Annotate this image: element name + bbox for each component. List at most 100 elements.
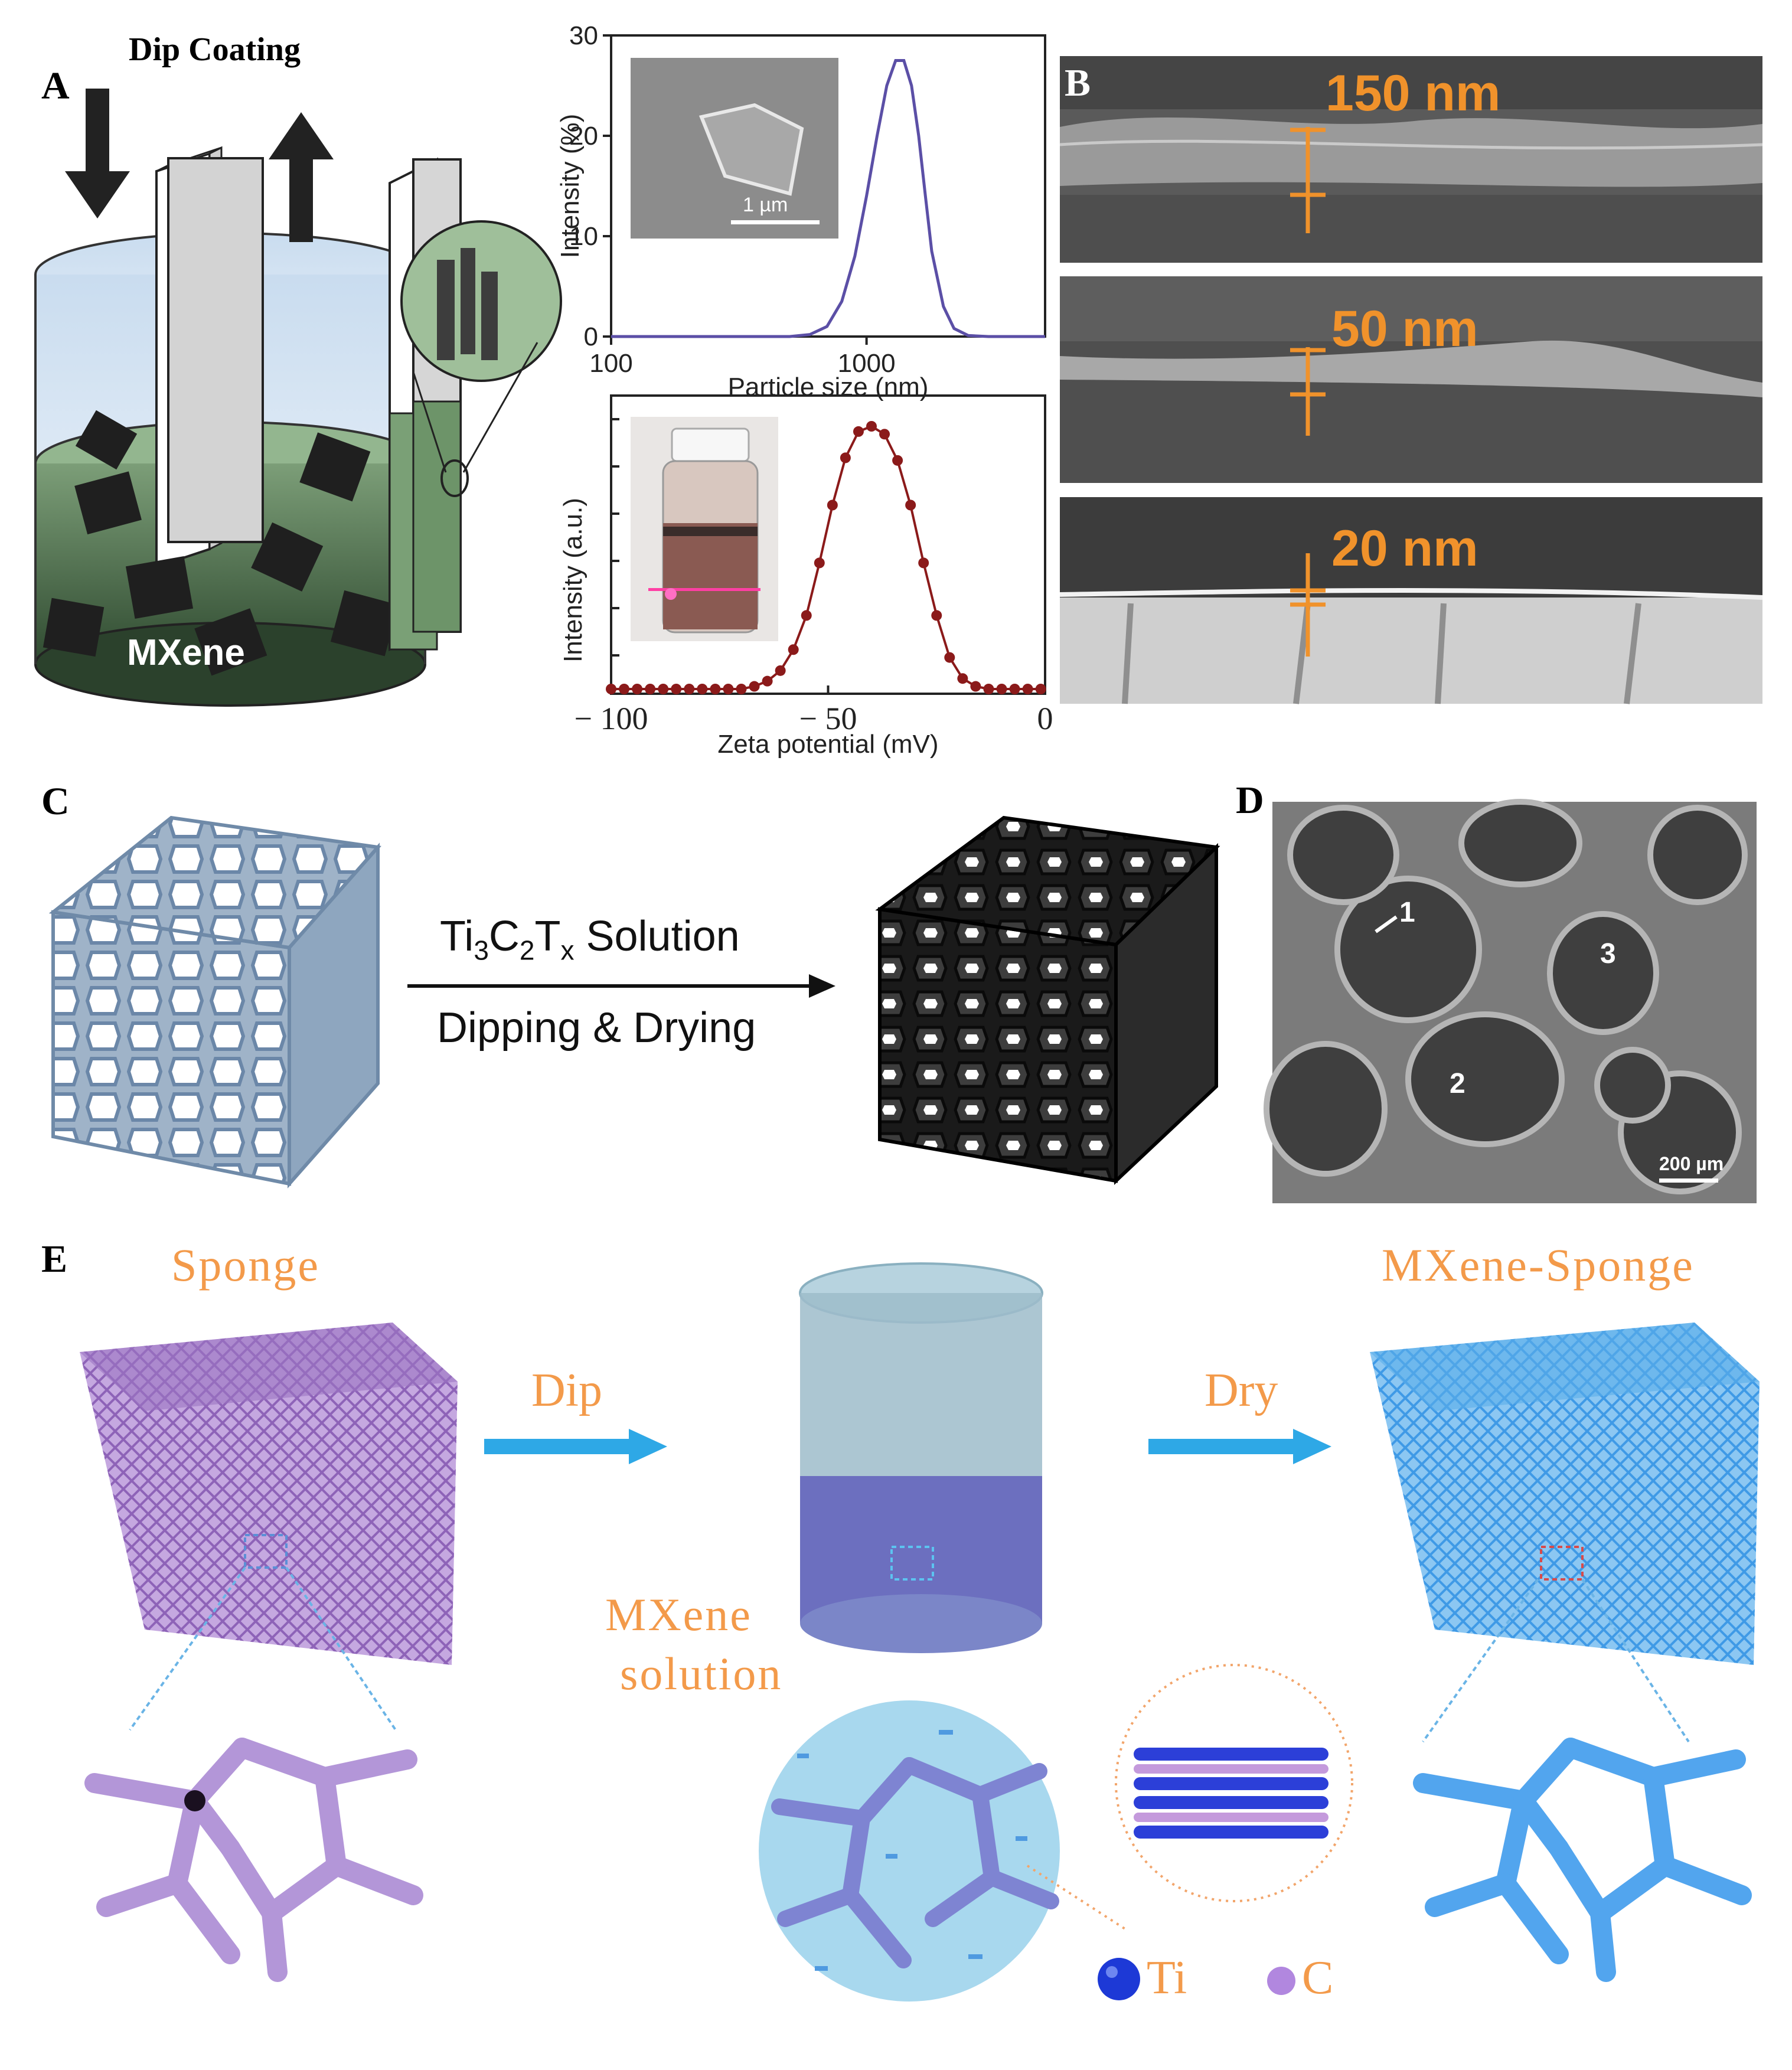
x-tick-label: 0: [1037, 701, 1053, 736]
zeta-point: [879, 429, 890, 440]
sponge-label: Sponge: [171, 1239, 320, 1291]
zeta-point: [645, 684, 656, 694]
zeta-point: [723, 684, 734, 694]
zeta-point: [606, 684, 616, 694]
thickness-label-150: 150 nm: [1326, 65, 1501, 122]
dip-coating-illustration: [34, 89, 562, 707]
dry-label: Dry: [1205, 1364, 1278, 1416]
y-tick-label: 10: [569, 222, 598, 251]
size-distribution-line: [611, 59, 1045, 338]
y-axis-label: Intensity (%): [556, 114, 585, 259]
zeta-point: [632, 684, 643, 694]
thickness-label-20: 20 nm: [1331, 520, 1478, 577]
zeta-point: [970, 681, 981, 692]
sem-20nm: 20 nm: [1059, 497, 1763, 704]
panel-c-label: C: [41, 780, 70, 823]
zeta-point: [996, 684, 1007, 694]
solution-beaker: [799, 1262, 1043, 1653]
y-tick-label: 0: [584, 322, 598, 351]
ti-text: Ti: [440, 913, 474, 960]
panel-e-label: E: [41, 1238, 68, 1281]
process-arrow: [407, 974, 835, 998]
zeta-point: [905, 499, 916, 511]
zeta-point: [749, 681, 760, 692]
blue-sponge-cube: [48, 815, 381, 1189]
panel-a-label: A: [41, 64, 70, 107]
zeta-point: [788, 644, 799, 655]
y-axis-label: Intensity (a.u.): [559, 498, 587, 662]
t-subscript: x: [560, 935, 575, 966]
mxene-sponge-zoom-lines: [1422, 1578, 1690, 1743]
legend-ti: Ti: [1147, 1952, 1187, 2004]
zeta-point: [801, 610, 812, 621]
ti-subscript: 3: [474, 935, 489, 966]
panel-a-title: Dip Coating: [129, 31, 301, 68]
marker-1: 1: [1399, 897, 1415, 928]
zeta-point: [1035, 684, 1046, 694]
zeta-point: [840, 452, 851, 463]
y-tick-label: 30: [569, 21, 598, 50]
panel-b-label: B: [1065, 61, 1091, 105]
legend-dotted-link: [1026, 1865, 1129, 1932]
zeta-point: [931, 610, 942, 621]
inset-scale-label: 1 µm: [743, 194, 788, 216]
solution-label-line1: MXene: [605, 1589, 752, 1640]
zeta-point: [775, 665, 786, 676]
sponge-sem-image: 1 2 3 200 µm: [1264, 799, 1757, 1203]
vial-photo-inset: [631, 417, 778, 641]
dip-arrow: [484, 1429, 667, 1464]
dip-label: Dip: [531, 1364, 602, 1416]
zeta-point: [671, 684, 682, 694]
marker-2: 2: [1450, 1068, 1465, 1099]
zeta-point: [853, 426, 864, 437]
zeta-point: [957, 673, 968, 684]
zeta-point: [1009, 684, 1020, 694]
blue-mxene-sponge: [1370, 1323, 1760, 1665]
sem-150nm: 150 nm: [1059, 56, 1763, 263]
zeta-point: [762, 675, 773, 687]
flake-sem-inset: 1 µm: [631, 58, 838, 239]
plot-frame: [610, 34, 1046, 338]
zeta-point: [697, 684, 708, 694]
arrow-top-label: Ti3C2Tx Solution: [440, 912, 740, 966]
zeta-point: [918, 557, 929, 569]
zeta-point: [736, 684, 747, 694]
black-coated-cube: [875, 815, 1220, 1185]
zeta-point: [710, 684, 721, 694]
zeta-point: [1022, 684, 1033, 694]
zeta-point: [944, 652, 955, 663]
solution-label-line2: solution: [620, 1648, 783, 1699]
zeta-point: [619, 684, 630, 694]
c-subscript: 2: [519, 935, 535, 966]
zeta-point: [983, 684, 994, 694]
purple-sponge-strut-closeup: [84, 1738, 423, 1982]
sem-50nm: 50 nm: [1060, 276, 1762, 483]
zeta-point: [814, 557, 825, 569]
zeta-point: [658, 684, 669, 694]
x-tick-label: − 100: [575, 701, 648, 736]
purple-sponge: [80, 1323, 458, 1665]
solution-closeup: [759, 1700, 1060, 2002]
zeta-point: [866, 421, 877, 432]
x-tick-label: 100: [589, 349, 632, 378]
panel-d-label: D: [1236, 779, 1264, 822]
c-text: C: [488, 913, 520, 960]
solution-text: Solution: [574, 913, 740, 960]
mxene-sponge-label: MXene-Sponge: [1382, 1239, 1695, 1291]
blue-sponge-strut-closeup: [1413, 1738, 1752, 1982]
t-text: T: [534, 913, 561, 960]
marker-3: 3: [1600, 938, 1616, 969]
zeta-point: [684, 684, 695, 694]
y-tick-label: 20: [569, 122, 598, 151]
x-axis-label: Zeta potential (mV): [717, 730, 938, 759]
sponge-zoom-lines: [129, 1566, 397, 1731]
thickness-label-50: 50 nm: [1331, 301, 1478, 357]
mxene-label: MXene: [127, 632, 245, 673]
x-tick-label: 1000: [838, 349, 896, 378]
legend-c: C: [1302, 1952, 1334, 2004]
ti-atom-icon: [1098, 1958, 1140, 2000]
dry-arrow: [1148, 1429, 1331, 1464]
zeta-point: [827, 499, 838, 511]
x-tick-label: − 50: [799, 701, 857, 736]
